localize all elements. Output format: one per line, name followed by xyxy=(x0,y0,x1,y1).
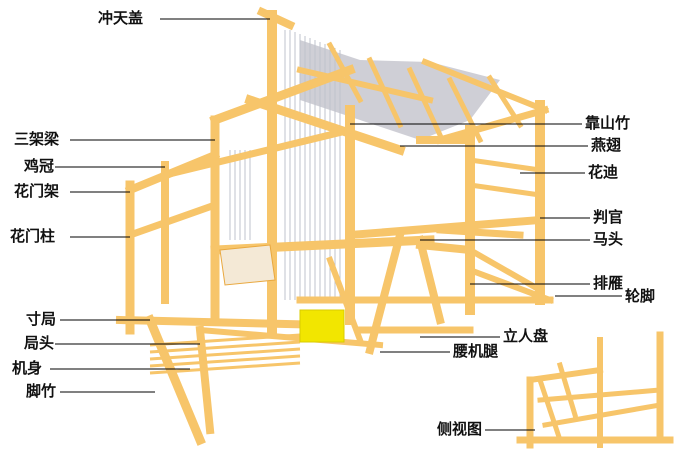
label-lirenpan: 立人盘 xyxy=(503,327,549,345)
leader-lines xyxy=(50,18,622,431)
label-jiguan: 鸡冠 xyxy=(24,157,55,175)
cloth-roll xyxy=(219,244,276,286)
loom-frame xyxy=(115,6,554,446)
label-kaoshanzhu: 靠山竹 xyxy=(585,114,631,132)
label-matou: 马头 xyxy=(593,230,624,248)
label-huamenzhu: 花门柱 xyxy=(10,227,56,245)
side-view-frame xyxy=(516,331,674,449)
label-cetu: 侧视图 xyxy=(437,420,483,438)
label-panguan: 判官 xyxy=(593,208,624,226)
label-huamenjia: 花门架 xyxy=(14,182,60,200)
label-cunju: 寸局 xyxy=(26,310,57,328)
label-huadi: 花迪 xyxy=(588,163,619,181)
label-yaojitui: 腰机腿 xyxy=(453,342,499,360)
foot-bamboo xyxy=(149,333,301,375)
label-sanjialiang: 三架梁 xyxy=(14,130,60,148)
label-paiyan: 排雁 xyxy=(593,274,624,292)
label-lunjiao: 轮脚 xyxy=(625,287,656,305)
label-jutou: 局头 xyxy=(24,334,55,352)
weight-block xyxy=(299,309,345,343)
label-chongtiangai: 冲天盖 xyxy=(98,9,144,27)
label-yanchi: 燕翅 xyxy=(591,136,622,154)
label-jishen: 机身 xyxy=(12,359,43,377)
label-jiaozhu: 脚竹 xyxy=(26,382,57,400)
